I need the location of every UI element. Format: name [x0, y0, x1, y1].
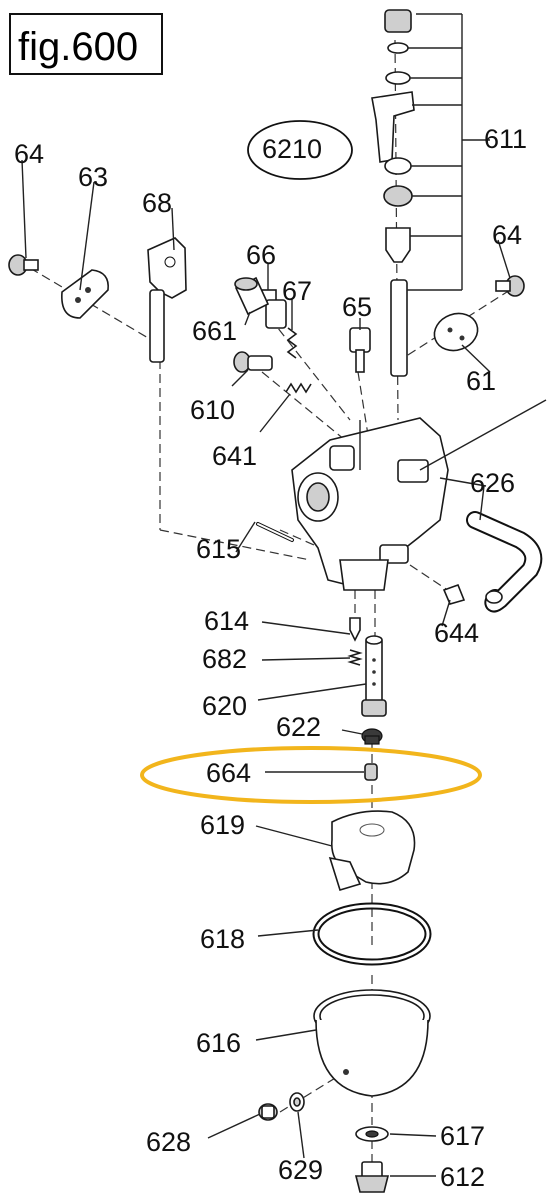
- part-label-616: 616: [196, 1028, 241, 1058]
- part-label-626: 626: [470, 468, 515, 498]
- part-label-61: 61: [466, 366, 496, 396]
- choke-plate-61: [433, 312, 479, 352]
- screw-628: [258, 1103, 278, 1121]
- part-label-620: 620: [202, 691, 247, 721]
- washer-617: [355, 1126, 389, 1142]
- throttle-shaft-68: [147, 237, 187, 363]
- needle-614: [349, 617, 361, 642]
- jet-622: [361, 728, 383, 745]
- part-label-615: 615: [196, 534, 241, 564]
- float-bowl-616: [313, 989, 431, 1097]
- part-label-610: 610: [190, 395, 235, 425]
- kit-callout: 6210: [247, 120, 353, 180]
- figure-label: fig.600: [9, 13, 163, 75]
- carburetor-body: [291, 399, 547, 591]
- part-label-618: 618: [200, 924, 245, 954]
- figure-label-text: fig.600: [18, 25, 138, 69]
- choke-stack-611: [371, 9, 490, 377]
- float-619: [328, 810, 416, 891]
- part-label-614: 614: [204, 606, 249, 636]
- part-label-622: 622: [276, 712, 321, 742]
- part-label-66: 66: [246, 240, 276, 270]
- spring-682: [347, 649, 363, 666]
- part-label-664: 664: [206, 758, 251, 788]
- leader-lines: [21, 159, 511, 1177]
- parts-artwork: [8, 9, 547, 1193]
- highlight-ring: [140, 746, 482, 804]
- part-label-65: 65: [342, 292, 372, 322]
- cap-661: [234, 276, 270, 316]
- part-label-617: 617: [440, 1121, 485, 1151]
- part-label-64-left: 64: [14, 139, 44, 169]
- screw-610: [233, 351, 273, 373]
- part-label-619: 619: [200, 810, 245, 840]
- fitting-644: [442, 583, 466, 605]
- part-label-641: 641: [212, 441, 257, 471]
- gasket-618: [312, 902, 432, 966]
- washer-629: [289, 1092, 305, 1112]
- part-label-68: 68: [142, 188, 172, 218]
- part-label-611: 611: [484, 124, 527, 154]
- spring-67: [286, 327, 298, 359]
- hose-626: [466, 511, 543, 613]
- emulsion-tube-620: [361, 635, 387, 717]
- kit-label: 6210: [262, 134, 322, 164]
- screw-64-right: [495, 275, 525, 297]
- part-label-63: 63: [78, 162, 108, 192]
- part-label-644: 644: [434, 618, 479, 648]
- seat-664: [364, 763, 378, 781]
- part-label-67: 67: [282, 276, 312, 306]
- screw-66: [261, 289, 287, 329]
- needle-65: [349, 327, 371, 373]
- part-labels: 64 63 68 66 67 661 65 64 611 61 610 641 …: [14, 124, 527, 1192]
- part-label-682: 682: [202, 644, 247, 674]
- spring-641: [285, 382, 312, 394]
- screw-64-left: [8, 254, 39, 276]
- throttle-plate-63: [61, 269, 109, 319]
- part-label-612: 612: [440, 1162, 485, 1192]
- part-label-64-right: 64: [492, 220, 522, 250]
- bolt-612: [354, 1161, 390, 1193]
- part-label-661: 661: [192, 316, 237, 346]
- part-label-628: 628: [146, 1127, 191, 1157]
- assembly-axes: [29, 39, 511, 1162]
- pin-615: [256, 522, 294, 542]
- part-label-629: 629: [278, 1155, 323, 1185]
